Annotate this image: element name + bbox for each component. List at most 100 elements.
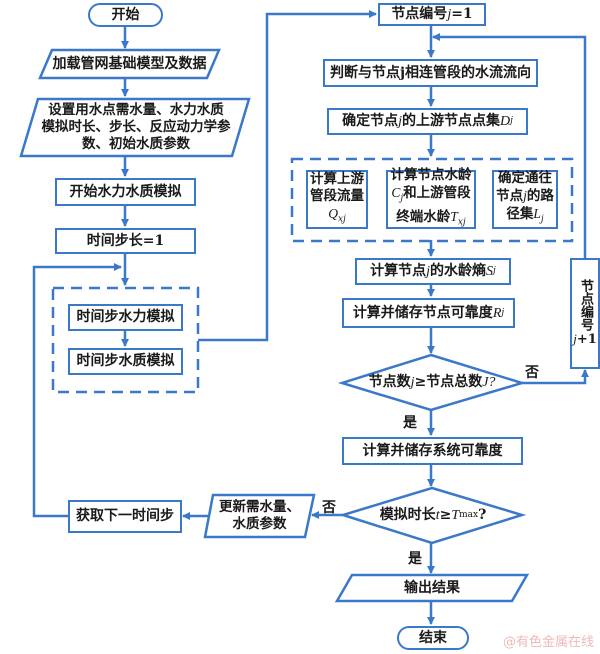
- time-check-prefix: 模拟时长: [379, 507, 436, 523]
- path-set-sym: L: [533, 206, 541, 222]
- quality-sim-node: 时间步水质模拟: [68, 348, 183, 375]
- hydraulic-sim-node: 时间步水力模拟: [68, 304, 183, 331]
- hydraulic-sim-label: 时间步水力模拟: [76, 309, 175, 325]
- set-params-line-1: 设置用水点需水量、水力水质: [48, 102, 224, 118]
- entropy-sub: j: [493, 266, 496, 276]
- flow-direction-var: j: [399, 64, 406, 81]
- set-params-line-2: 模拟时长、步长、反应动力学参: [41, 119, 231, 135]
- upstream-mid: 的上游节点点集: [401, 113, 500, 129]
- system-reliability-label: 计算并储存系统可靠度: [362, 442, 503, 459]
- entropy-mid: 的水龄熵: [430, 263, 487, 279]
- output-label: 输出结果: [404, 580, 460, 596]
- sim-group-dashed: [51, 286, 200, 394]
- shape-set: [19, 97, 251, 158]
- shape-node-check: [337, 353, 527, 412]
- node-increment-node: 节点编号 j+1: [570, 258, 600, 369]
- path-set-sub: j: [540, 214, 544, 225]
- time-check-sym: T: [451, 508, 460, 523]
- calc-flow-line-1: 计算上游: [310, 170, 364, 187]
- calc-age-line-1: 计算节点水龄: [390, 167, 472, 184]
- time-step-init-node: 时间步长=1: [55, 228, 196, 254]
- time-step-init-label: 时间步长=1: [86, 232, 165, 249]
- node-init-suffix: =1: [451, 6, 473, 22]
- output-node: 输出结果: [337, 575, 527, 602]
- edge-check-increment: [522, 369, 589, 385]
- calc-age-sub1: j: [400, 194, 404, 204]
- entropy-prefix: 计算节点: [370, 263, 427, 279]
- reliability-sym: R: [492, 305, 502, 321]
- node-check-yes-label: 是: [403, 415, 417, 431]
- upstream-var: j: [398, 114, 402, 129]
- node-init-var: j: [447, 7, 452, 22]
- shape-time-check: [338, 486, 527, 545]
- path-set-line-2b: 的路: [526, 188, 554, 205]
- reliability-prefix: 计算并储存节点可靠度: [352, 304, 493, 321]
- set-params-line-3: 数、初始水质参数: [82, 136, 190, 152]
- load-model-node: 加载管网基础模型及数据: [40, 50, 219, 78]
- shape-output: [334, 573, 530, 603]
- node-init-prefix: 节点编号: [391, 6, 448, 22]
- begin-sim-label: 开始水力水质模拟: [69, 183, 182, 200]
- edge-increment-loop: [433, 35, 587, 258]
- calc-age-sym1: C: [391, 185, 401, 201]
- calc-flow-line-2: 管段流量: [310, 187, 364, 204]
- set-params-node: 设置用水点需水量、水力水质 模拟时长、步长、反应动力学参 数、初始水质参数: [22, 99, 250, 156]
- quality-sim-label: 时间步水质模拟: [76, 353, 175, 369]
- shape-update: [203, 493, 316, 539]
- node-check-suffix: ?: [488, 375, 496, 390]
- time-check-yes-label: 是: [408, 551, 422, 567]
- time-check-mid: ≥: [439, 507, 452, 523]
- node-check-prefix: 节点数: [368, 374, 411, 390]
- end-terminal: 结束: [397, 626, 469, 650]
- flow-direction-prefix: 判断与节点: [329, 64, 400, 81]
- upstream-sym: D: [499, 114, 511, 129]
- entropy-var: j: [426, 264, 431, 279]
- update-line-2: 水质参数: [232, 516, 287, 532]
- node-increment-suffix: +1: [576, 332, 597, 347]
- next-step-node: 获取下一时间步: [68, 500, 182, 533]
- upstream-prefix: 确定节点: [342, 113, 399, 129]
- node-increment-var: j: [573, 331, 577, 346]
- calc-flow-node: 计算上游 管段流量 Qxj: [306, 170, 368, 229]
- calc-age-sub2: xj: [457, 217, 466, 228]
- time-check-suffix: ?: [478, 507, 487, 523]
- system-reliability-node: 计算并储存系统可靠度: [342, 437, 523, 465]
- entropy-sym: S: [486, 264, 494, 279]
- time-check-no-label: 否: [322, 500, 336, 516]
- calc-age-line-3: 终端水龄: [396, 209, 451, 225]
- path-set-var: j: [523, 188, 527, 204]
- calc-flow-sym: Q: [328, 205, 338, 221]
- node-check-var: j: [410, 375, 415, 390]
- node-check-no-label: 否: [525, 365, 539, 381]
- next-step-label: 获取下一时间步: [76, 508, 174, 524]
- upstream-sub: j: [510, 116, 513, 126]
- time-check-var: t: [435, 508, 440, 523]
- calc-age-sym2: T: [450, 209, 458, 224]
- start-label: 开始: [111, 6, 140, 23]
- calc-age-line-2: 和上游管段: [403, 185, 471, 202]
- path-set-line-1: 确定通往: [498, 170, 552, 187]
- node-check-mid: ≥节点总数: [414, 374, 483, 390]
- reliability-sub: j: [501, 307, 505, 318]
- load-model-label: 加载管网基础模型及数据: [52, 55, 207, 72]
- begin-sim-node: 开始水力水质模拟: [55, 178, 196, 206]
- node-check-sym: J: [482, 375, 489, 390]
- path-set-node: 确定通往 节点j的路 径集Lj: [492, 170, 558, 229]
- edge-sim-to-nodes: [198, 10, 377, 342]
- path-set-line-2a: 节点: [496, 188, 524, 205]
- edge-loop-back: [32, 263, 122, 518]
- time-check-sub: max: [459, 510, 479, 520]
- flow-direction-suffix: 相连管段的水流流向: [405, 64, 532, 81]
- node-increment-text: 节点编号: [578, 279, 593, 331]
- update-line-1: 更新需水量、: [219, 499, 300, 515]
- end-label: 结束: [419, 629, 447, 646]
- calc-age-node: 计算节点水龄 Cj和上游管段 终端水龄Txj: [386, 167, 476, 229]
